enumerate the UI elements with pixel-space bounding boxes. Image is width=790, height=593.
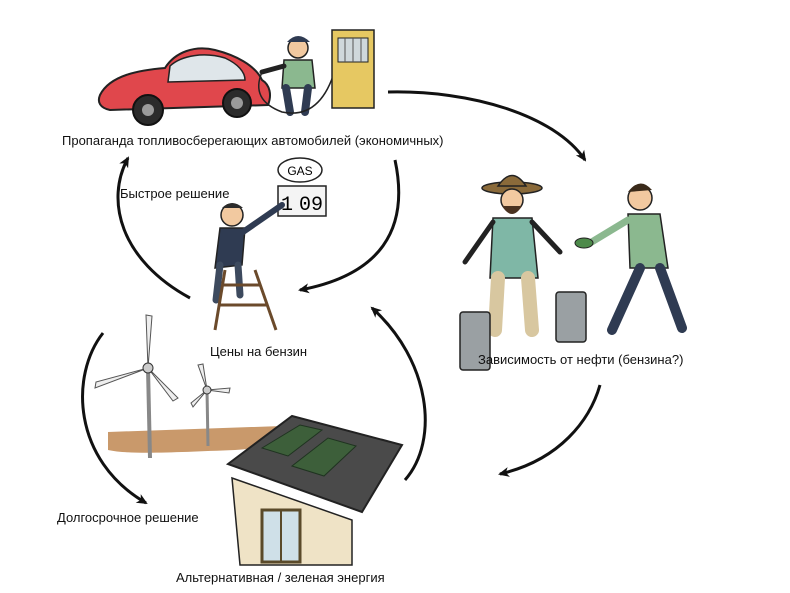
solar-panel-right (290, 437, 357, 477)
label-propaganda: Пропаганда топливосберегающих автомобиле… (62, 133, 444, 148)
solar-panel-left (260, 424, 324, 457)
arrow-dependence-to-house (498, 384, 602, 477)
label-quick-fix: Быстрое решение (120, 186, 230, 201)
house (225, 414, 404, 566)
arrow-prices-to-car (116, 156, 191, 300)
price-sign: GAS 1 09 (277, 157, 327, 217)
fuel-canisters (459, 291, 587, 371)
car-illustration (97, 47, 271, 126)
trader-figure (574, 183, 687, 335)
farmer-figure (462, 174, 563, 337)
arrow-house-to-prices (370, 306, 427, 481)
sign-digit-right: 09 (299, 194, 323, 217)
arrow-prices-to-longterm (81, 332, 148, 505)
attendant-figure (258, 36, 336, 116)
sign-digit-left: 1 (281, 194, 293, 217)
label-long-term: Долгосрочное решение (57, 510, 199, 525)
gas-pump (331, 29, 375, 109)
label-oil-dependence: Зависимость от нефти (бензина?) (478, 352, 684, 367)
arrow-car-to-prices (298, 159, 401, 294)
wind-turbine-small (190, 363, 231, 447)
ladder-man-figure (212, 202, 285, 331)
label-gas-prices: Цены на бензин (210, 344, 308, 359)
wind-turbine-large (94, 314, 179, 459)
arrow-car-to-dependence (387, 90, 587, 162)
sign-gas-text: GAS (287, 164, 312, 178)
label-alternative-energy: Альтернативная / зеленая энергия (176, 570, 385, 585)
